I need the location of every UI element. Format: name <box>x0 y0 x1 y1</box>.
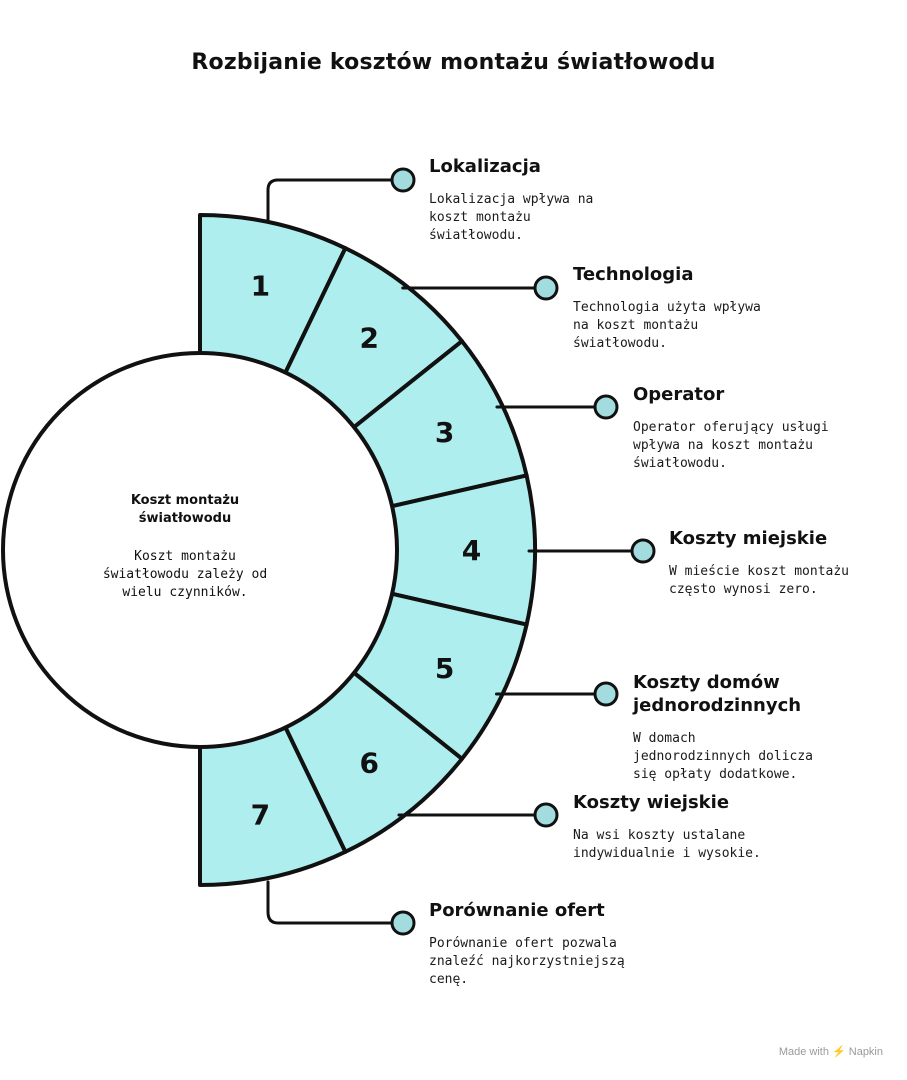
page-title: Rozbijanie kosztów montażu światłowodu <box>191 50 716 75</box>
connector-node <box>630 538 656 564</box>
segment-number: 3 <box>435 416 454 449</box>
label-description: W domach jednorodzinnych dolicza się opł… <box>633 731 814 782</box>
label-description: Operator oferujący usługi wpływa na kosz… <box>633 420 829 471</box>
segment-number: 5 <box>435 652 454 685</box>
label-koszty-miejskie: Koszty miejskie W mieście koszt montażu … <box>669 527 907 599</box>
center-title: Koszt montażu światłowodu <box>130 493 240 526</box>
connector-line <box>266 880 393 925</box>
connector-group <box>266 167 656 936</box>
segment-number: 6 <box>360 746 379 779</box>
napkin-watermark: Made with ⚡ Napkin <box>778 1046 883 1058</box>
label-koszty-wiejskie: Koszty wiejskie Na wsi koszty ustalane i… <box>573 791 843 863</box>
segment-number: 2 <box>360 322 379 355</box>
label-title: Lokalizacja <box>429 156 541 177</box>
center-hub: Koszt montażu światłowodu Koszt montażu … <box>60 492 310 602</box>
label-description: W mieście koszt montażu często wynosi ze… <box>669 564 850 597</box>
label-title: Porównanie ofert <box>429 900 605 921</box>
label-title: Operator <box>633 384 725 405</box>
label-lokalizacja: Lokalizacja Lokalizacja wpływa na koszt … <box>429 155 699 245</box>
label-operator: Operator Operator oferujący usługi wpływ… <box>633 383 903 473</box>
center-description: Koszt montażu światłowodu zależy od wiel… <box>102 549 268 600</box>
label-description: Na wsi koszty ustalane indywidualnie i w… <box>573 828 761 861</box>
label-description: Lokalizacja wpływa na koszt montażu świa… <box>429 192 594 243</box>
segment-number: 1 <box>251 269 270 302</box>
connector-node <box>390 910 416 936</box>
label-title: Koszty domów jednorodzinnych <box>633 672 802 716</box>
center-circle <box>1 351 399 749</box>
segment-number: 7 <box>251 799 270 832</box>
connector-line <box>266 178 393 222</box>
connector-node <box>390 167 416 193</box>
label-title: Koszty wiejskie <box>573 792 730 813</box>
label-technologia: Technologia Technologia użyta wpływa na … <box>573 263 843 353</box>
label-title: Technologia <box>573 264 694 285</box>
label-porownanie-ofert: Porównanie ofert Porównanie ofert pozwal… <box>429 899 699 989</box>
segment-number: 4 <box>462 534 481 567</box>
label-koszty-domow-jednorodzinnych: Koszty domów jednorodzinnych W domach je… <box>633 671 903 784</box>
connector-node <box>533 275 559 301</box>
connector-node <box>593 394 619 420</box>
label-title: Koszty miejskie <box>669 528 828 549</box>
number-group: 1 2 3 4 5 6 7 <box>251 269 482 831</box>
connector-node <box>533 802 559 828</box>
connector-node <box>593 681 619 707</box>
label-description: Technologia użyta wpływa na koszt montaż… <box>573 300 761 351</box>
label-description: Porównanie ofert pozwala znaleźć najkorz… <box>429 936 625 987</box>
